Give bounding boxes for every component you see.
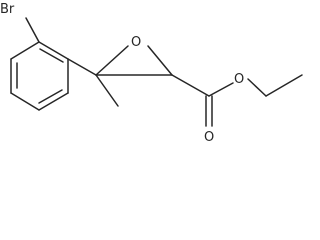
ester-oxygen-label: O bbox=[234, 72, 244, 87]
ethyl-bond-o-ch2 bbox=[247, 78, 267, 97]
ring-double-bond-inner-2 bbox=[38, 89, 63, 104]
bond-carbonyl-to-ester-oxygen bbox=[208, 82, 234, 97]
bond-ring-to-bromine bbox=[25, 17, 40, 43]
ring-bond-c1-c2 bbox=[38, 41, 69, 60]
ring-bond-c6-c1 bbox=[10, 41, 40, 60]
bromine-atom-label: Br bbox=[0, 2, 15, 17]
epoxide-bond-c-o-left bbox=[95, 45, 129, 76]
ring-bond-c3-c4 bbox=[38, 92, 69, 111]
benzene-ring bbox=[10, 41, 69, 111]
bond-epoxide-to-carbonyl bbox=[171, 74, 210, 97]
epoxide-oxygen-label: O bbox=[131, 35, 141, 50]
ethyl-bond-ch2-ch3 bbox=[265, 74, 303, 97]
epoxide-bond-c-o-right bbox=[147, 45, 173, 76]
molecular-structure-diagram: Br O O O bbox=[0, 2, 303, 145]
carbonyl-oxygen-label: O bbox=[204, 130, 214, 145]
bond-ring-to-epoxide bbox=[67, 58, 97, 76]
methyl-bond bbox=[95, 74, 119, 107]
epoxide-ring bbox=[95, 45, 173, 76]
ring-double-bond-inner-1 bbox=[39, 48, 64, 63]
ring-bond-c4-c5 bbox=[10, 92, 40, 111]
